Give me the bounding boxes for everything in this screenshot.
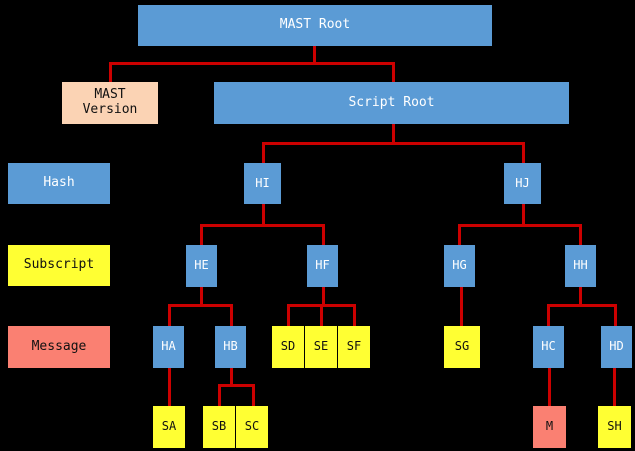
- edge-hi-stem: [262, 203, 265, 225]
- node-label-sa: SA: [161, 419, 177, 434]
- legend-item-message: Message: [8, 326, 110, 368]
- node-label-hh: HH: [573, 258, 588, 273]
- node-label-sf: SF: [346, 339, 362, 354]
- node-label-sd: SD: [280, 339, 296, 354]
- node-label-hc: HC: [541, 339, 556, 354]
- legend-item-subscript: Subscript: [8, 245, 110, 286]
- legend-label-subscript: Subscript: [23, 257, 95, 273]
- node-mast-root[interactable]: MAST Root: [138, 5, 492, 46]
- node-hc[interactable]: HC: [533, 326, 564, 368]
- node-hd[interactable]: HD: [601, 326, 632, 368]
- edge-hf-to-sf: [353, 304, 356, 327]
- node-label-se: SE: [313, 339, 329, 354]
- node-label-sc: SC: [244, 419, 260, 434]
- node-label-hj: HJ: [515, 175, 530, 190]
- node-sb[interactable]: SB: [203, 406, 235, 448]
- edge-hj-stem: [522, 203, 525, 225]
- edge-hb-stem: [230, 368, 233, 386]
- node-label-mast-root: MAST Root: [279, 17, 351, 33]
- node-hj[interactable]: HJ: [504, 163, 541, 204]
- edge-script-root-stem: [392, 124, 395, 144]
- edge-hh-to-hc: [547, 304, 550, 327]
- node-sa[interactable]: SA: [153, 406, 185, 448]
- edge-hb-bar: [218, 384, 255, 387]
- edge-hc-to-m: [548, 368, 551, 408]
- node-label-sg: SG: [454, 339, 470, 354]
- edge-hf-to-se: [320, 304, 323, 327]
- node-label-sh: SH: [607, 419, 622, 434]
- edge-to-script-root: [392, 62, 395, 83]
- edge-ha-to-sa: [168, 368, 171, 408]
- node-sd[interactable]: SD: [272, 326, 304, 368]
- node-hf[interactable]: HF: [307, 245, 338, 287]
- edge-hi-to-he: [200, 224, 203, 246]
- node-label-mast-version: MAST Version: [82, 87, 138, 117]
- node-he[interactable]: HE: [186, 245, 217, 287]
- node-label-hg: HG: [452, 258, 467, 273]
- node-label-hi: HI: [255, 175, 270, 190]
- node-sc[interactable]: SC: [236, 406, 268, 448]
- node-se[interactable]: SE: [305, 326, 337, 368]
- edge-hj-to-hh: [579, 224, 582, 246]
- edge-hi-to-hf: [322, 224, 325, 246]
- edge-hg-to-sg: [460, 286, 463, 327]
- edge-hj-to-hg: [458, 224, 461, 246]
- node-hb[interactable]: HB: [215, 326, 246, 368]
- edge-hf-stem: [322, 286, 325, 306]
- edge-script-root-bar: [262, 142, 525, 145]
- node-sg[interactable]: SG: [444, 326, 480, 368]
- node-hg[interactable]: HG: [444, 245, 475, 287]
- edge-hj-bar: [458, 224, 582, 227]
- edge-hh-bar: [547, 304, 617, 307]
- node-script-root[interactable]: Script Root: [214, 82, 569, 124]
- node-hh[interactable]: HH: [565, 245, 596, 287]
- node-m[interactable]: M: [533, 406, 566, 448]
- node-label-script-root: Script Root: [348, 94, 435, 110]
- node-sh[interactable]: SH: [598, 406, 631, 448]
- node-label-ha: HA: [161, 339, 176, 354]
- edge-he-stem: [200, 286, 203, 306]
- edge-hd-to-sh: [613, 368, 616, 408]
- edge-hi-bar: [200, 224, 325, 227]
- node-label-hf: HF: [315, 258, 330, 273]
- node-label-he: HE: [194, 258, 209, 273]
- edge-hb-to-sb: [218, 384, 221, 408]
- edge-script-root-to-hi: [262, 142, 265, 164]
- edge-he-to-ha: [168, 304, 171, 327]
- node-hi[interactable]: HI: [244, 163, 281, 204]
- node-label-sb: SB: [211, 419, 227, 434]
- legend-label-hash: Hash: [43, 175, 75, 191]
- edge-script-root-to-hj: [522, 142, 525, 164]
- node-label-hb: HB: [223, 339, 238, 354]
- edge-hf-to-sd: [287, 304, 290, 327]
- edge-hh-to-hd: [614, 304, 617, 327]
- edge-he-to-hb: [230, 304, 233, 327]
- edge-hb-to-sc: [252, 384, 255, 408]
- node-sf[interactable]: SF: [338, 326, 370, 368]
- node-label-hd: HD: [609, 339, 624, 354]
- node-ha[interactable]: HA: [153, 326, 184, 368]
- node-label-m: M: [545, 419, 554, 434]
- edge-to-mast-version: [109, 62, 112, 82]
- edge-mast-root-bar: [109, 62, 395, 65]
- edge-hh-stem: [579, 286, 582, 306]
- edge-he-bar: [168, 304, 233, 307]
- node-mast-version[interactable]: MAST Version: [62, 82, 158, 124]
- legend-label-message: Message: [31, 338, 87, 354]
- edge-mast-root-stem: [313, 46, 316, 64]
- legend-item-hash: Hash: [8, 163, 110, 204]
